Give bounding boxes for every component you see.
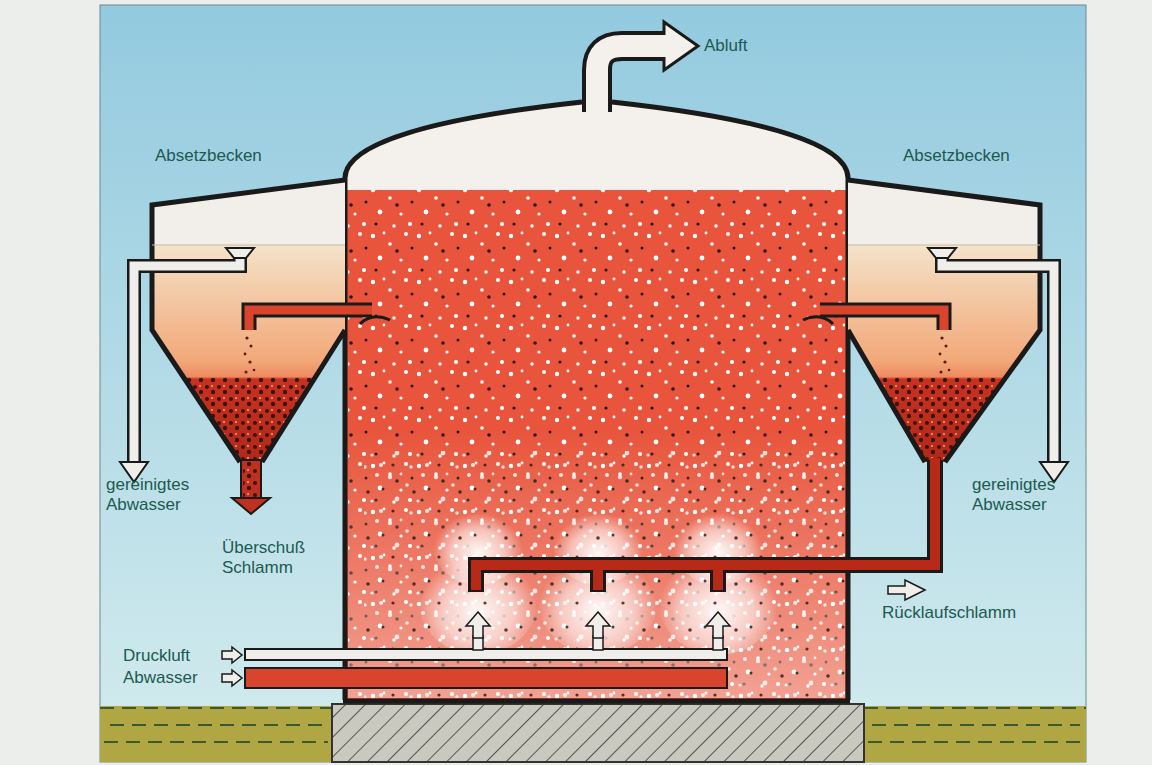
return-sludge-label: Rücklaufschlamm xyxy=(882,603,1052,623)
outlet-label: gereinigtes Abwasser xyxy=(106,475,210,515)
sludge-label: Überschuß Schlamm xyxy=(222,538,322,578)
exhaust-label: Abluft xyxy=(704,36,824,56)
inflow-label: Abwasser xyxy=(123,668,218,688)
outlet-label: gereinigtes Abwasser xyxy=(972,475,1076,515)
tank-label: Absetzbecken xyxy=(155,146,305,166)
air-label: Druckluft xyxy=(123,646,218,666)
tank-label: Absetzbecken xyxy=(903,146,1053,166)
